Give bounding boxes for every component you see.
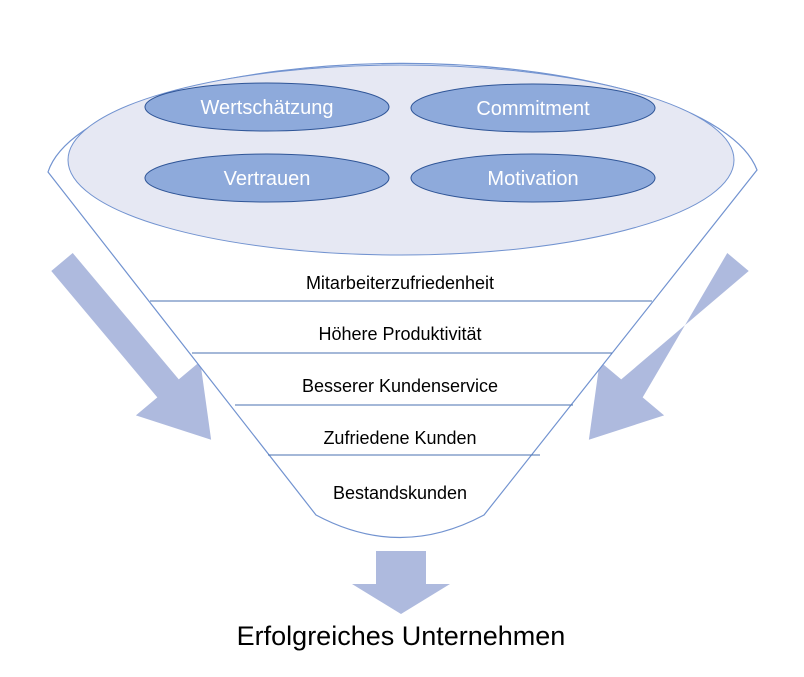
level-4: Zufriedene Kunden	[323, 428, 476, 448]
level-1: Mitarbeiterzufriedenheit	[306, 273, 494, 293]
level-3: Besserer Kundenservice	[302, 376, 498, 396]
pill-label: Commitment	[476, 98, 590, 120]
pill-label: Wertschätzung	[200, 97, 333, 119]
level-5: Bestandskunden	[333, 483, 467, 503]
pill-commitment: Commitment	[410, 83, 656, 133]
right-arrow-icon	[588, 253, 749, 440]
pill-label: Vertrauen	[224, 168, 311, 190]
pill-motivation: Motivation	[410, 153, 656, 203]
left-arrow-icon	[51, 253, 212, 440]
result-label: Erfolgreiches Unternehmen	[237, 621, 566, 651]
down-arrow-icon	[352, 551, 450, 614]
pill-vertrauen: Vertrauen	[144, 153, 390, 203]
pill-wertschaetzung: Wertschätzung	[144, 82, 390, 132]
level-2: Höhere Produktivität	[318, 324, 481, 344]
pill-label: Motivation	[487, 168, 578, 190]
